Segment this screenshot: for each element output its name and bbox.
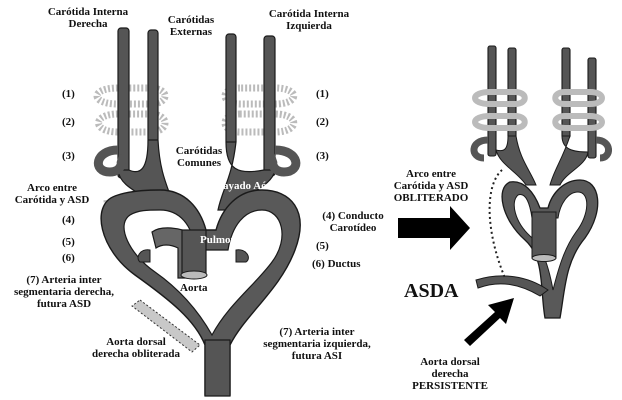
line: (4) Conducto (312, 210, 394, 222)
line: Carótida y ASD (376, 180, 486, 192)
label-arco-carotida-asd-obliterado: Arco entre Carótida y ASD OBLITERADO (376, 168, 486, 204)
line: segmentaria derecha, (2, 286, 126, 298)
label-ductus: (6) Ductus (312, 258, 361, 270)
line: Aorta dorsal (76, 336, 196, 348)
label-aorta: Aorta (180, 282, 208, 294)
label-arch-5-left: (5) (62, 236, 75, 248)
label-conducto-carotideo: (4) Conducto Carotídeo (312, 210, 394, 234)
line: Izquierda (254, 20, 364, 32)
r-aorta-stem (532, 212, 556, 258)
line: Aorta dorsal (400, 356, 500, 368)
label-arco-carotida-asd: Arco entre Carótida y ASD (4, 182, 100, 206)
line: (7) Arteria inter (252, 326, 382, 338)
left-arch-3-curl (98, 150, 121, 172)
right-arch-3-curl (273, 150, 296, 172)
label-aorta-dorsal-derecha-obliterada: Aorta dorsal derecha obliterada (76, 336, 196, 360)
r-arch-3-curl-r (596, 140, 609, 158)
line: Externas (148, 26, 234, 38)
label-arch-2-right: (2) (316, 116, 329, 128)
label-arch-2-left: (2) (62, 116, 75, 128)
label-arch-3-left: (3) (62, 150, 75, 162)
r-arch-2-ring-l (475, 116, 525, 128)
line: OBLITERADO (376, 192, 486, 204)
label-aorta-dorsal-derecha-persistente: Aorta dorsal derecha PERSISTENTE (400, 356, 500, 392)
label-carotida-interna-derecha: Carótida Interna Derecha (33, 6, 143, 30)
line: Carótidas (148, 14, 234, 26)
label-carotidas-externas: Carótidas Externas (148, 14, 234, 38)
line: Carótida Interna (33, 6, 143, 18)
left-external-carotid (226, 34, 236, 144)
line: futura ASI (252, 350, 382, 362)
label-arch-1-right: (1) (316, 88, 329, 100)
label-pulmonar: Pulmonar (200, 234, 247, 246)
line: derecha (400, 368, 500, 380)
right-arrow (398, 206, 470, 250)
label-cayado-aortico: Cayado Aórtico (215, 180, 289, 192)
line: segmentaria izquierda, (252, 338, 382, 350)
label-arch-5-right: (5) (316, 240, 329, 252)
label-arteria-intersegmentaria-derecha: (7) Arteria inter segmentaria derecha, f… (2, 274, 126, 310)
label-carotidas-comunes: Carótidas Comunes (164, 145, 234, 169)
line: Carótida Interna (254, 8, 364, 20)
descending-aorta (205, 340, 230, 396)
line: Carótidas (164, 145, 234, 157)
label-arch-6-left: (6) (62, 252, 75, 264)
persistent-arrow (464, 298, 514, 346)
aorta-stem-opening (181, 271, 207, 279)
line: derecha obliterada (76, 348, 196, 360)
line: Carótida y ASD (4, 194, 100, 206)
r-arch-1-ring-l (475, 92, 525, 104)
line: Carotídeo (312, 222, 394, 234)
label-arteria-intersegmentaria-izquierda: (7) Arteria inter segmentaria izquierda,… (252, 326, 382, 362)
line: Arco entre (376, 168, 486, 180)
line: PERSISTENTE (400, 380, 500, 392)
label-arch-1-left: (1) (62, 88, 75, 100)
label-arch-3-right: (3) (316, 150, 329, 162)
asda-vessel (476, 276, 548, 296)
line: Derecha (33, 18, 143, 30)
obliterated-arch-dotted (490, 170, 505, 278)
label-carotida-interna-izquierda: Carótida Interna Izquierda (254, 8, 364, 32)
label-arch-4-left: (4) (62, 214, 75, 226)
line: Comunes (164, 157, 234, 169)
r-common-carotids (496, 136, 588, 185)
r-left-internal-carotid (588, 58, 596, 158)
r-arch-3-curl-l (474, 140, 488, 158)
line: Arco entre (4, 182, 100, 194)
right-vessels (474, 46, 609, 318)
right-external-carotid (148, 30, 158, 142)
label-asda: ASDA (404, 280, 458, 302)
line: (7) Arteria inter (2, 274, 126, 286)
r-aorta-opening (532, 255, 556, 262)
line: futura ASD (2, 298, 126, 310)
